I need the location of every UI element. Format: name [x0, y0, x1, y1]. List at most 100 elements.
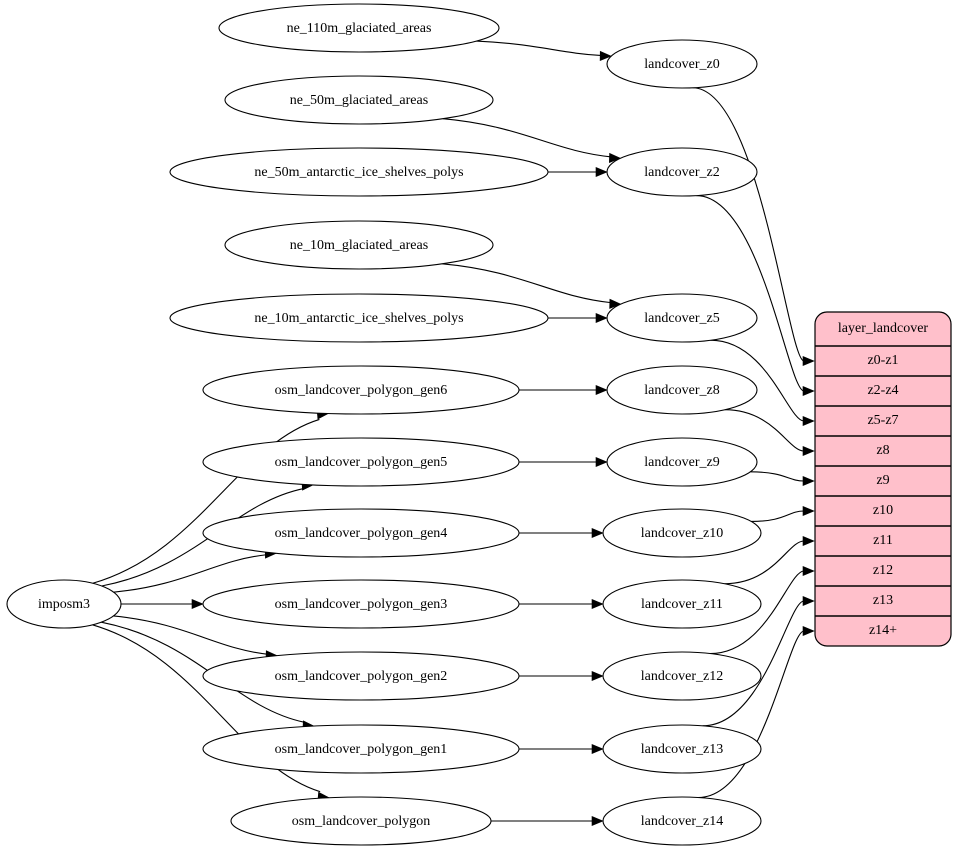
node-label: ne_10m_antarctic_ice_shelves_polys	[254, 311, 463, 326]
edge-arrowhead	[595, 384, 608, 396]
node-shape	[602, 651, 762, 701]
edge-landcover_z14-to-z14+	[698, 630, 805, 799]
edge-arrowhead	[591, 743, 604, 755]
node-landcover_z12[interactable]: landcover_z12	[602, 651, 762, 701]
node-label: ne_10m_glaciated_areas	[290, 238, 428, 253]
node-landcover_z13[interactable]: landcover_z13	[602, 724, 762, 774]
node-shape	[202, 579, 520, 629]
edge-imposm3-to-osm_landcover_polygon	[92, 624, 321, 793]
edge-arrowhead	[802, 505, 815, 517]
edges-layer	[92, 40, 815, 827]
node-label: landcover_z2	[644, 165, 719, 180]
node-osm_landcover_polygon_gen2[interactable]: osm_landcover_polygon_gen2	[202, 651, 520, 701]
edge-arrowhead	[191, 598, 204, 610]
node-shape	[202, 437, 520, 487]
edge-arrowhead	[802, 385, 815, 397]
node-shape	[224, 75, 494, 125]
edge-arrowhead	[595, 456, 608, 468]
node-landcover_z0[interactable]: landcover_z0	[606, 39, 758, 89]
edge-imposm3-to-osm_landcover_polygon_gen4	[113, 554, 268, 593]
edge-imposm3-to-osm_landcover_polygon_gen2	[113, 615, 269, 655]
node-landcover_z5[interactable]: landcover_z5	[606, 293, 758, 343]
node-osm_landcover_polygon_gen6[interactable]: osm_landcover_polygon_gen6	[202, 365, 520, 415]
layer-table-row-label: z0-z1	[867, 353, 898, 368]
node-shape	[169, 293, 549, 343]
node-label: ne_50m_antarctic_ice_shelves_polys	[254, 165, 463, 180]
node-shape	[606, 147, 758, 197]
node-shape	[230, 796, 492, 846]
node-ne_10m_antarctic_ice_shelves_polys[interactable]: ne_10m_antarctic_ice_shelves_polys	[169, 293, 549, 343]
node-label: imposm3	[38, 597, 90, 612]
layer-table-row-label: z12	[873, 563, 893, 578]
node-label: landcover_z5	[644, 311, 719, 326]
node-label: ne_50m_glaciated_areas	[290, 93, 428, 108]
node-shape	[202, 365, 520, 415]
node-ne_50m_glaciated_areas[interactable]: ne_50m_glaciated_areas	[224, 75, 494, 125]
node-shape	[202, 508, 520, 558]
layer-table-outline	[814, 311, 952, 647]
layer-table-row-label: z9	[876, 473, 889, 488]
node-label: landcover_z8	[644, 383, 719, 398]
node-label: osm_landcover_polygon_gen6	[275, 383, 448, 398]
layer-landcover-table[interactable]: layer_landcoverz0-z1z2-z4z5-z7z8z9z10z11…	[814, 311, 952, 647]
node-landcover_z9[interactable]: landcover_z9	[606, 437, 758, 487]
node-label: osm_landcover_polygon_gen5	[275, 455, 448, 470]
edge-landcover_z11-to-z11	[724, 540, 805, 585]
node-label: landcover_z13	[641, 742, 723, 757]
edge-landcover_z8-to-z8	[724, 409, 805, 452]
layer-table-row-label: z13	[873, 593, 893, 608]
edge-ne_110m_glaciated_areas-to-landcover_z0	[476, 40, 603, 57]
node-shape	[606, 365, 758, 415]
node-osm_landcover_polygon_gen5[interactable]: osm_landcover_polygon_gen5	[202, 437, 520, 487]
edge-arrowhead	[591, 815, 604, 827]
edge-arrowhead	[591, 598, 604, 610]
layer-table-row-label: z2-z4	[867, 383, 898, 398]
edge-arrowhead	[591, 670, 604, 682]
node-ne_110m_glaciated_areas[interactable]: ne_110m_glaciated_areas	[218, 3, 500, 53]
node-label: osm_landcover_polygon_gen3	[275, 597, 448, 612]
node-osm_landcover_polygon_gen4[interactable]: osm_landcover_polygon_gen4	[202, 508, 520, 558]
edge-arrowhead	[802, 565, 815, 577]
node-osm_landcover_polygon[interactable]: osm_landcover_polygon	[230, 796, 492, 846]
edge-arrowhead	[595, 312, 608, 324]
node-landcover_z11[interactable]: landcover_z11	[602, 579, 762, 629]
edge-arrowhead	[802, 445, 815, 457]
node-osm_landcover_polygon_gen1[interactable]: osm_landcover_polygon_gen1	[202, 724, 520, 774]
node-imposm3[interactable]: imposm3	[6, 579, 122, 629]
edge-landcover_z13-to-z13	[702, 600, 805, 727]
node-label: osm_landcover_polygon_gen4	[275, 526, 448, 541]
nodes-layer: imposm3 ne_110m_glaciated_areas ne_50m_gla…	[6, 3, 762, 846]
layer-table-row-label: z14+	[869, 623, 897, 638]
node-ne_50m_antarctic_ice_shelves_polys[interactable]: ne_50m_antarctic_ice_shelves_polys	[169, 147, 549, 197]
edge-landcover_z5-to-z5-z7	[710, 339, 805, 422]
edge-arrowhead	[591, 527, 604, 539]
layer-table-row-label: z5-z7	[867, 413, 898, 428]
edge-landcover_z9-to-z9	[750, 471, 805, 482]
node-shape	[224, 220, 494, 270]
node-osm_landcover_polygon_gen3[interactable]: osm_landcover_polygon_gen3	[202, 579, 520, 629]
node-label: landcover_z9	[644, 455, 719, 470]
node-label: ne_110m_glaciated_areas	[287, 21, 432, 36]
node-shape	[606, 39, 758, 89]
node-landcover_z14[interactable]: landcover_z14	[602, 796, 762, 846]
edge-landcover_z0-to-z0-z1	[692, 87, 805, 362]
layer-table-row-label: z10	[873, 503, 893, 518]
node-landcover_z10[interactable]: landcover_z10	[602, 508, 762, 558]
edge-arrowhead	[802, 355, 815, 367]
edge-arrowhead	[599, 50, 612, 62]
node-shape	[602, 579, 762, 629]
node-shape	[602, 508, 762, 558]
node-ne_10m_glaciated_areas[interactable]: ne_10m_glaciated_areas	[224, 220, 494, 270]
edge-landcover_z10-to-z10	[751, 510, 805, 523]
edge-landcover_z2-to-z2-z4	[696, 195, 805, 392]
edge-arrowhead	[802, 415, 815, 427]
node-label: landcover_z10	[641, 526, 723, 541]
node-landcover_z2[interactable]: landcover_z2	[606, 147, 758, 197]
node-landcover_z8[interactable]: landcover_z8	[606, 365, 758, 415]
edge-ne_50m_glaciated_areas-to-landcover_z2	[442, 118, 612, 158]
edge-landcover_z12-to-z12	[710, 570, 805, 655]
edge-arrowhead	[609, 298, 622, 309]
edge-arrowhead	[595, 166, 608, 178]
